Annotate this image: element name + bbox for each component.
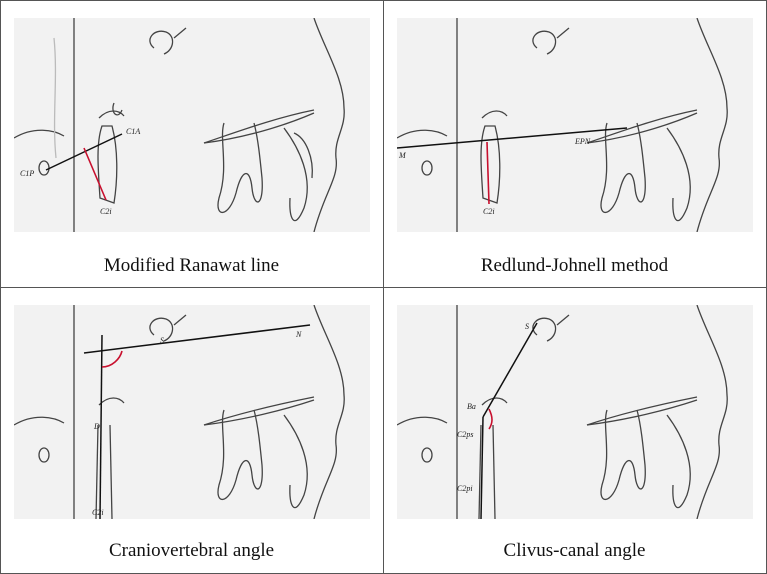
panel-modified-ranawat: C1A C1P C2i Modified Ranawat line (0, 0, 383, 287)
label-c2i: C2i (100, 207, 112, 216)
label-m: M (398, 151, 407, 160)
grid-border-top (0, 0, 767, 1)
cephalogram-image: S Ba C2ps C2pi (397, 305, 753, 519)
posterior-canal-line (480, 416, 484, 519)
mcgregor-line (397, 127, 628, 149)
label-s: S (160, 336, 164, 345)
redlund-measure-line (486, 141, 490, 205)
label-c1a: C1A (126, 127, 140, 136)
ranawat-measure-line (83, 147, 107, 201)
clivus-line (482, 322, 538, 418)
cephalogram-image: C1A C1P C2i (14, 18, 370, 232)
angle-arc (488, 408, 493, 430)
cephalogram-image: S N D C2i (14, 305, 370, 519)
label-c1p: C1P (20, 169, 34, 178)
skull-sketch (397, 18, 728, 232)
sella-nasion-line (83, 324, 311, 354)
cephalogram-image: M EPN C2i (397, 18, 753, 232)
angle-arc (101, 350, 123, 368)
label-ba: Ba (467, 402, 476, 411)
panel-craniovertebral-angle: S N D C2i Craniovertebral angle (0, 287, 383, 574)
label-n: N (295, 330, 302, 339)
panel-caption: Redlund-Johnell method (480, 255, 669, 276)
skull-sketch (397, 305, 728, 519)
ranawat-line (45, 133, 123, 171)
label-epn: EPN (574, 137, 591, 146)
panel-caption: Modified Ranawat line (103, 255, 280, 276)
label-c2i: C2i (92, 508, 104, 517)
panel-redlund-johnell: M EPN C2i Redlund-Johnell method (383, 0, 767, 287)
panel-caption: Clivus-canal angle (503, 540, 646, 561)
panel-clivus-canal-angle: S Ba C2ps C2pi Clivus-canal angle (383, 287, 767, 574)
skull-sketch (14, 305, 345, 519)
panel-caption: Craniovertebral angle (108, 540, 275, 561)
grid-divider-horizontal (0, 287, 767, 288)
label-c2pi: C2pi (457, 484, 473, 493)
skull-sketch (14, 18, 345, 232)
label-c2i: C2i (483, 207, 495, 216)
label-c2ps: C2ps (457, 430, 473, 439)
label-d: D (93, 422, 100, 431)
odontoid-line (99, 334, 103, 519)
label-s: S (525, 322, 529, 331)
